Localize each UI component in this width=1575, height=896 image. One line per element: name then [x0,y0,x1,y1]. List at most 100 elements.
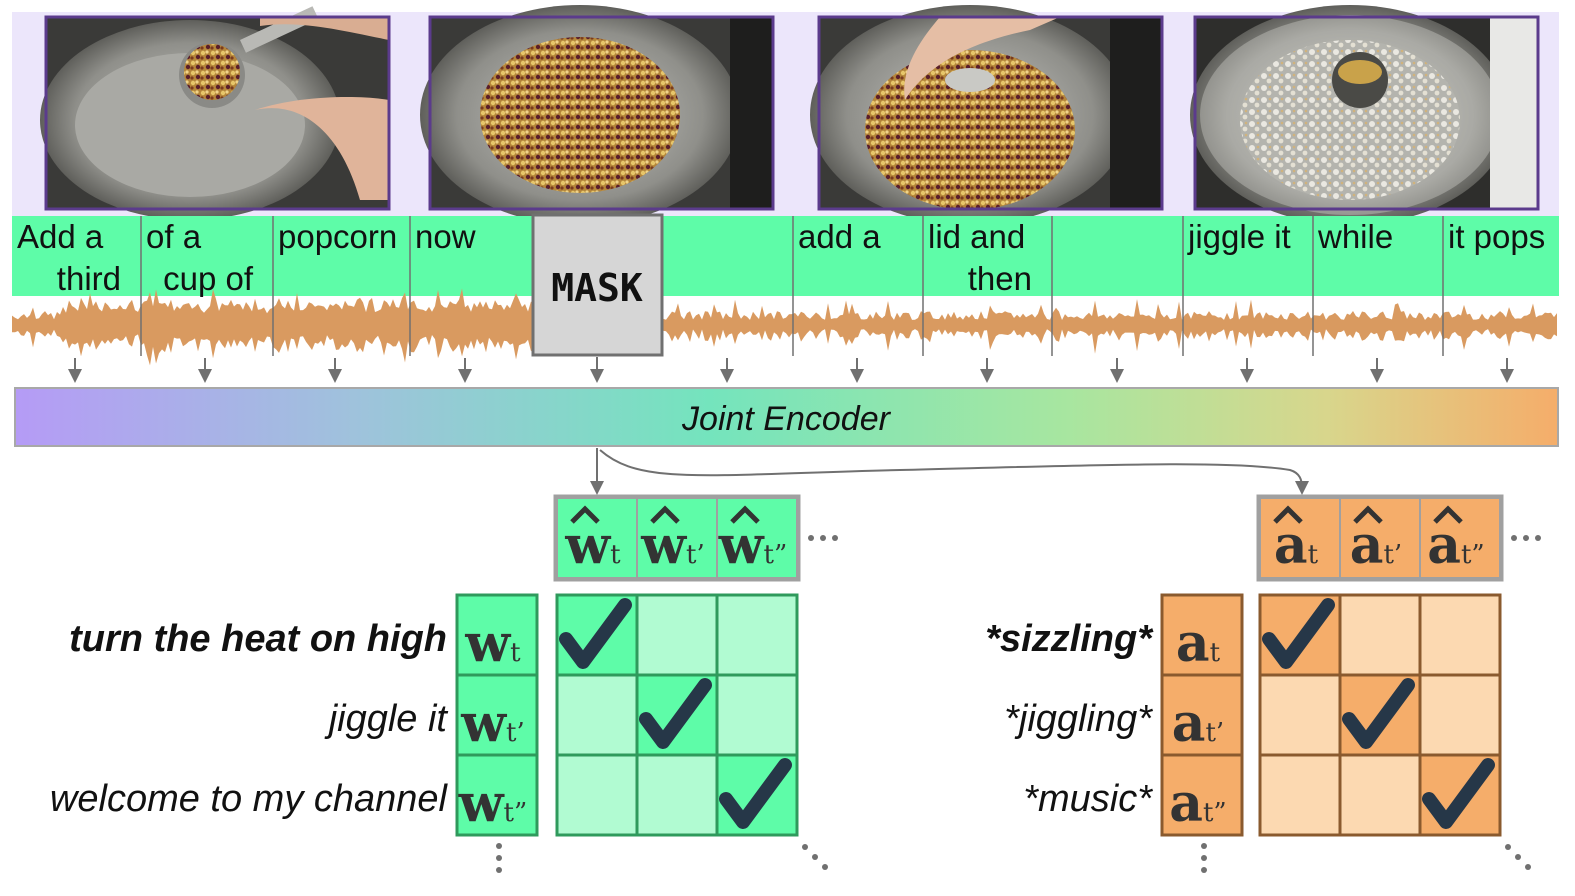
segment-word: jiggle it [1187,218,1291,255]
ellipsis-dot [496,867,502,873]
output-arrows [590,448,1309,495]
ellipsis-dot [1525,864,1531,870]
prediction-symbol: at’ [1350,515,1402,576]
encoder-label: Joint Encoder [681,400,892,438]
similarity-cell [555,753,639,837]
segment-word: third [57,260,121,297]
ellipsis-dot [1201,867,1207,873]
row-symbol: wt’ [460,693,524,754]
checkmark-icon [1342,678,1415,749]
pot-kernels-frame [420,5,775,225]
prediction-symbol: at [1274,515,1319,576]
similarity-cell [635,753,719,837]
segment-word: of a [146,218,202,255]
similarity-cell [1258,673,1342,757]
joint-encoder: Joint Encoder [14,387,1559,447]
similarity-cell [715,593,799,677]
prediction-cell [556,497,638,579]
prediction-cell [1419,497,1501,579]
row-symbol-cell [1160,593,1244,677]
transcript-strip [12,216,1559,296]
checkmark-icon [559,598,632,669]
row-symbol: at [1176,613,1221,674]
lid-popping-frame [1190,5,1540,225]
arrow-to-audio-predictions [599,449,1309,495]
segment-word: Add a [17,218,104,255]
segment-word: while [1317,218,1393,255]
mask-token: MASK [531,213,664,357]
ellipsis-dot [1511,535,1517,541]
ellipsis-dot [1515,854,1521,860]
row-symbol-cell [1160,673,1244,757]
prediction-cell [716,497,798,579]
similarity-cell [715,673,799,757]
ellipsis-dot [496,855,502,861]
similarity-cell [1338,753,1422,837]
video-frames [40,5,1540,225]
segment-word: it pops [1448,218,1545,255]
ellipsis-dot [812,854,818,860]
row-label: jiggle it [324,698,449,740]
ellipsis-dot [1201,843,1207,849]
mask-label: MASK [551,266,643,310]
row-symbol-cell [455,593,539,677]
segment-word: lid and [928,218,1025,255]
row-label: turn the heat on high [69,618,447,660]
checkmark-icon [1262,598,1335,669]
row-label: welcome to my channel [50,778,449,820]
segment-word: cup of [163,260,254,297]
input-arrows [68,357,1514,383]
similarity-cell [1418,673,1502,757]
pot-measuring-cup-frame [40,6,391,220]
prediction-symbol: at” [1427,515,1484,576]
similarity-cell [1418,593,1502,677]
hat-accent [650,505,680,524]
similarity-cell [1258,753,1342,837]
row-symbol-cell [455,753,539,837]
prediction-row-frame [553,494,801,582]
hat-accent [1273,505,1303,524]
segment-word: now [415,218,476,255]
row-symbol: at” [1169,773,1226,834]
row-label: *jiggling* [1004,698,1153,740]
row-symbol: at’ [1172,693,1224,754]
prediction-symbol: wt” [718,515,788,576]
hand-stirring-kernels-frame [810,5,1164,225]
similarity-cell [1338,593,1422,677]
ellipsis-dot [832,535,838,541]
ellipsis-dot [1535,535,1541,541]
row-symbol-cell [1160,753,1244,837]
hat-accent [570,505,600,524]
row-label: *sizzling* [985,618,1154,660]
ellipsis-dot [822,864,828,870]
segment-word: then [968,260,1032,297]
prediction-row-frame [1256,494,1504,582]
prediction-symbol: wt’ [640,515,704,576]
ellipsis-dot [1523,535,1529,541]
ellipsis-dot [496,843,502,849]
similarity-cell [635,593,719,677]
prediction-cell [1259,497,1341,579]
ellipsis-dot [808,535,814,541]
ellipsis-dot [820,535,826,541]
hat-accent [1433,505,1463,524]
row-symbol: wt [464,613,521,674]
segment-word: add a [798,218,881,255]
transcript-segments: Add a third of a cup of popcorn now add a lid a… [17,216,1545,356]
row-symbol-cell [455,673,539,757]
checkmark-icon [719,758,792,829]
checkmark-icon [639,678,712,749]
hat-accent [730,505,760,524]
hat-accent [1353,505,1383,524]
ellipsis-dot [1505,844,1511,850]
ellipsis-dot [802,844,808,850]
segment-word: popcorn [278,218,397,255]
prediction-symbol: wt [564,515,621,576]
similarity-cell [555,673,639,757]
prediction-cell [1339,497,1421,579]
checkmark-icon [1422,758,1495,829]
audio-waveform [12,288,1557,366]
